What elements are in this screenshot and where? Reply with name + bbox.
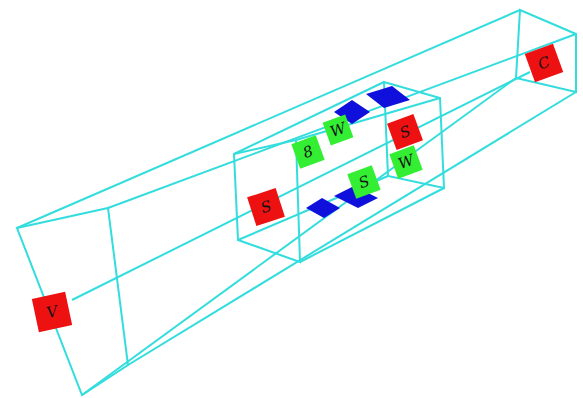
inner-left-face bbox=[234, 140, 300, 262]
blue-plate bbox=[306, 198, 340, 218]
plate-letter: C bbox=[536, 54, 552, 72]
blue-plate bbox=[366, 86, 410, 108]
plate-letter: S bbox=[259, 198, 273, 215]
red-plate: S bbox=[247, 188, 285, 226]
plate-letter: V bbox=[45, 304, 59, 321]
red-plate: V bbox=[32, 292, 72, 332]
inner-box bbox=[234, 82, 444, 262]
box-edge bbox=[17, 10, 520, 228]
plate-letter: W bbox=[396, 152, 416, 171]
plate-letter: S bbox=[357, 173, 372, 191]
plate-letter: S bbox=[398, 123, 413, 141]
box-edge bbox=[128, 92, 576, 365]
right-end-face bbox=[516, 10, 576, 92]
axis-line bbox=[72, 72, 530, 300]
box-edge bbox=[108, 34, 576, 208]
red-plate: C bbox=[525, 44, 563, 82]
plate-letter: 8 bbox=[301, 143, 315, 160]
plate-letter: W bbox=[328, 120, 348, 139]
box-edge bbox=[82, 78, 516, 395]
red-plate: S bbox=[387, 114, 423, 150]
outer-box bbox=[17, 10, 576, 395]
left-end-face bbox=[17, 208, 128, 395]
